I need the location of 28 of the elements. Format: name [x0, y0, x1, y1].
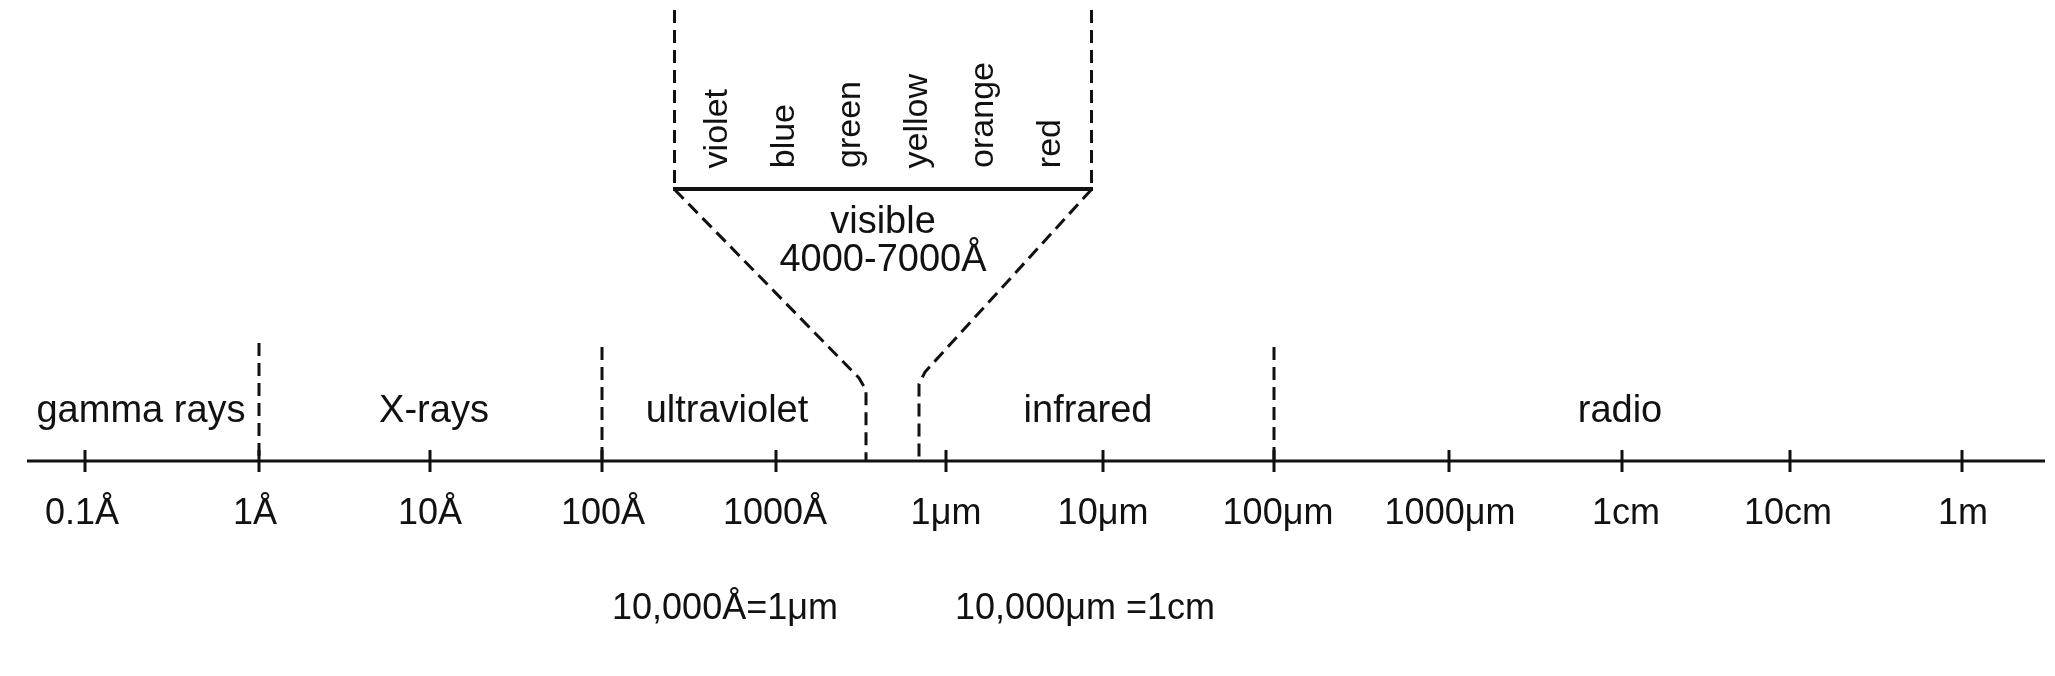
color-label: violet [698, 88, 732, 168]
color-label: red [1031, 118, 1065, 168]
range-label: 4000-7000Å [779, 239, 987, 277]
tick-label: 1m [1938, 491, 1988, 533]
band-label: X-rays [379, 388, 489, 432]
band-label: radio [1577, 388, 1663, 432]
tick-label: 0.1Å [44, 491, 120, 533]
band-label: infrared [1023, 388, 1153, 432]
conversion-note: 10,000μm =1cm [955, 586, 1215, 628]
tick-label: 1000Å [722, 491, 828, 533]
tick-label: 1cm [1592, 491, 1660, 533]
band-label: gamma rays [36, 388, 246, 432]
conversion-note: 10,000Å=1μm [612, 586, 838, 628]
color-label: green [831, 81, 866, 168]
tick-label: 1000μm [1384, 491, 1516, 533]
visible-spectrum-box [673, 10, 1093, 190]
tick-label: 10μm [1057, 491, 1149, 533]
color-label: orange [964, 62, 999, 168]
color-label: yellow [897, 73, 932, 168]
band-label: visible [830, 201, 936, 239]
tick-label: 1Å [233, 491, 277, 533]
tick-label: 10Å [397, 491, 463, 533]
tick-label: 10cm [1744, 491, 1832, 533]
tick-label: 100Å [560, 491, 646, 533]
color-label: blue [764, 103, 799, 168]
tick-label: 100μm [1222, 491, 1334, 533]
tick-label: 1μm [910, 491, 982, 533]
band-label: ultraviolet [645, 388, 809, 432]
